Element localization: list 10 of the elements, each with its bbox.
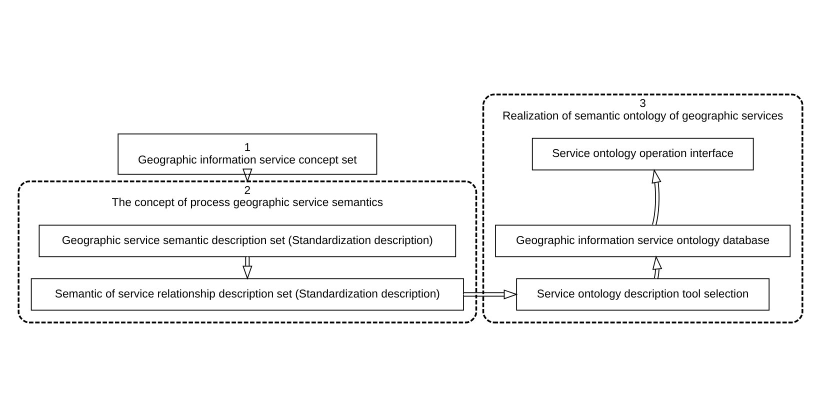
node-box: Service ontology operation interface: [532, 137, 754, 170]
arrow: [463, 289, 518, 299]
arrow: [652, 254, 662, 279]
arrow: [242, 168, 252, 182]
node-box: Semantic of service relationship description set (Standardization description): [30, 278, 464, 310]
node-box: Geographic service semantic description set (Standardization description): [38, 224, 456, 257]
node-box: Service ontology description tool selection: [516, 278, 770, 310]
arrow: [652, 168, 662, 226]
node-box: Geographic information service ontology database: [495, 224, 791, 257]
arrow: [242, 256, 252, 280]
